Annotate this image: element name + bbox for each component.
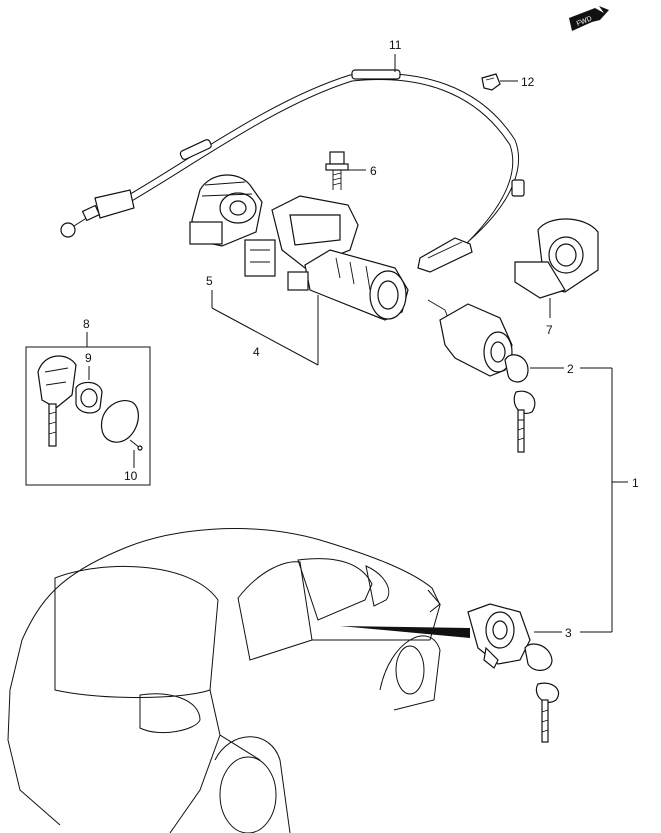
callout-11: 11 (389, 38, 402, 52)
callout-10: 10 (124, 469, 138, 483)
door-lock-cylinder-with-key (467, 603, 560, 743)
steering-lock-assembly (244, 195, 409, 321)
key-inset-box (25, 332, 151, 486)
callout-1-bracket (580, 367, 628, 633)
callout-7: 7 (546, 323, 553, 337)
callout-1: 1 (632, 476, 639, 490)
door-lock-pointer (340, 626, 470, 638)
bolt (325, 151, 349, 190)
callout-2: 2 (567, 362, 574, 376)
cable-connector (417, 237, 473, 273)
ignition-switch (189, 174, 263, 247)
callout-5: 5 (206, 274, 213, 288)
callout-4: 4 (253, 345, 260, 359)
callout-8: 8 (83, 317, 90, 331)
fwd-direction-badge: FWD (569, 6, 609, 31)
callout-6: 6 (370, 164, 377, 178)
clip (481, 73, 501, 91)
callout-9: 9 (85, 351, 92, 365)
car-outline (7, 528, 441, 833)
callout-12: 12 (521, 75, 535, 89)
lock-cover (514, 218, 599, 299)
lock-cylinder-with-key (427, 299, 536, 453)
callout-3: 3 (565, 626, 572, 640)
callout-4-leaders (211, 290, 319, 366)
release-cable (60, 69, 525, 245)
